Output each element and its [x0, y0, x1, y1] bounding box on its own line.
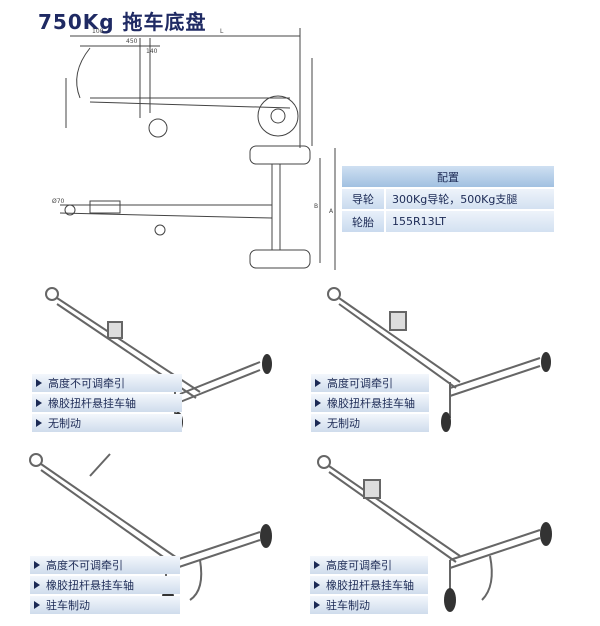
spec-header: 配置 — [437, 170, 459, 184]
chassis-illustration — [327, 287, 551, 432]
feature-text: 无制动 — [327, 417, 360, 430]
technical-drawing: 100 450 140 L B A Ø70 — [52, 28, 336, 270]
dim-label: 100 — [92, 28, 104, 35]
spec-key: 导轮 — [342, 187, 385, 210]
feature-list: 高度不可调牵引 橡胶扭杆悬挂车轴 无制动 — [32, 374, 182, 432]
triangle-bullet-icon — [315, 419, 321, 427]
triangle-bullet-icon — [36, 399, 42, 407]
triangle-bullet-icon — [314, 601, 320, 609]
feature-text: 橡胶扭杆悬挂车轴 — [326, 579, 414, 592]
dim-label: L — [220, 28, 224, 35]
spec-value: 155R13LT — [384, 209, 554, 232]
triangle-bullet-icon — [36, 379, 42, 387]
triangle-bullet-icon — [314, 561, 320, 569]
feature-list: 高度可调牵引 橡胶扭杆悬挂车轴 无制动 — [311, 374, 429, 432]
product-panel-4 — [300, 450, 600, 626]
triangle-bullet-icon — [315, 379, 321, 387]
chassis-illustration — [317, 455, 552, 612]
dim-label: B — [314, 203, 318, 210]
product-panel-2 — [300, 282, 600, 442]
page-title: 750Kg 拖车底盘 — [38, 10, 207, 34]
triangle-bullet-icon — [34, 601, 40, 609]
feature-item: 橡胶扭杆悬挂车轴 — [32, 394, 182, 412]
feature-text: 驻车制动 — [46, 599, 90, 612]
feature-text: 高度可调牵引 — [326, 559, 392, 572]
triangle-bullet-icon — [36, 419, 42, 427]
triangle-bullet-icon — [315, 399, 321, 407]
spec-row: 轮胎 155R13LT — [342, 209, 554, 232]
spec-row: 导轮 300Kg导轮，500Kg支腿 — [342, 187, 554, 210]
feature-text: 橡胶扭杆悬挂车轴 — [327, 397, 415, 410]
feature-list: 高度可调牵引 橡胶扭杆悬挂车轴 驻车制动 — [310, 556, 428, 614]
dim-label: Ø70 — [52, 198, 65, 205]
spec-key: 轮胎 — [342, 209, 385, 232]
feature-item: 橡胶扭杆悬挂车轴 — [310, 576, 428, 594]
feature-item: 高度不可调牵引 — [30, 556, 180, 574]
spec-table: 配置 导轮 300Kg导轮，500Kg支腿 轮胎 155R13LT — [342, 166, 554, 232]
triangle-bullet-icon — [34, 561, 40, 569]
triangle-bullet-icon — [314, 581, 320, 589]
dim-label: A — [329, 208, 334, 215]
feature-item: 驻车制动 — [310, 596, 428, 614]
dim-label: 140 — [146, 48, 158, 55]
feature-item: 高度可调牵引 — [311, 374, 429, 392]
feature-text: 高度可调牵引 — [327, 377, 393, 390]
feature-text: 驻车制动 — [326, 599, 370, 612]
feature-item: 高度不可调牵引 — [32, 374, 182, 392]
feature-item: 橡胶扭杆悬挂车轴 — [30, 576, 180, 594]
feature-text: 橡胶扭杆悬挂车轴 — [46, 579, 134, 592]
feature-item: 橡胶扭杆悬挂车轴 — [311, 394, 429, 412]
feature-item: 高度可调牵引 — [310, 556, 428, 574]
dim-label: 450 — [126, 38, 138, 45]
feature-item: 驻车制动 — [30, 596, 180, 614]
triangle-bullet-icon — [34, 581, 40, 589]
feature-item: 无制动 — [311, 414, 429, 432]
feature-item: 无制动 — [32, 414, 182, 432]
feature-text: 高度不可调牵引 — [46, 559, 123, 572]
feature-list: 高度不可调牵引 橡胶扭杆悬挂车轴 驻车制动 — [30, 556, 180, 614]
spec-value: 300Kg导轮，500Kg支腿 — [384, 187, 554, 210]
feature-text: 高度不可调牵引 — [48, 377, 125, 390]
feature-text: 橡胶扭杆悬挂车轴 — [48, 397, 136, 410]
feature-text: 无制动 — [48, 417, 81, 430]
